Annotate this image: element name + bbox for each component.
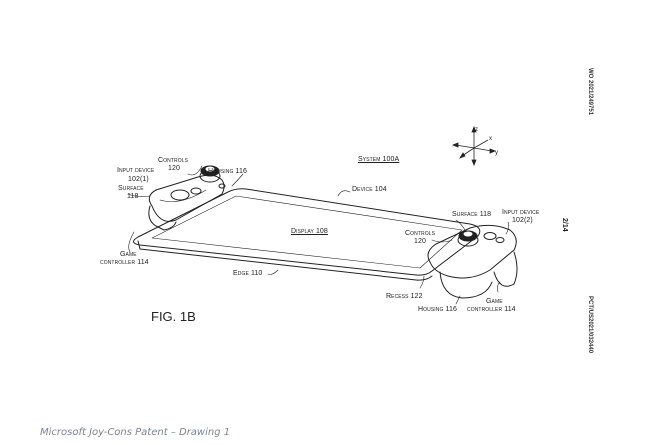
display-label: Display 108 <box>291 228 328 235</box>
publication-number: WO 2021/249751 <box>587 68 593 116</box>
image-caption: Microsoft Joy-Cons Patent – Drawing 1 <box>40 427 231 438</box>
game-controller-left-label: Game <box>120 251 137 258</box>
housing-left-label: Housing 116 <box>208 168 247 175</box>
controls-right-number: 120 <box>414 238 426 245</box>
application-number: PCT/US2021/032440 <box>587 296 593 354</box>
input-device-left-label: Input device <box>117 167 155 174</box>
game-controller-right-label: Game <box>486 298 503 305</box>
input-device-right-number: 102(2) <box>512 217 533 224</box>
controls-left-label: Controls <box>158 157 189 164</box>
device-label: Device 104 <box>352 186 387 193</box>
controls-left-number: 120 <box>168 165 180 172</box>
housing-right-label: Housing 116 <box>418 306 457 313</box>
surface-left-number: 118 <box>127 193 139 200</box>
axis-indicator-icon <box>451 125 497 167</box>
input-device-right-label: Input device <box>502 209 540 216</box>
surface-left-label: Surface <box>118 185 144 192</box>
game-controller-right-number: controller 114 <box>467 306 516 313</box>
edge-label: Edge 110 <box>233 270 263 277</box>
figure-title: FIG. 1B <box>151 309 196 324</box>
sheet-number: 2/14 <box>561 218 568 232</box>
input-device-left-number: 102(1) <box>128 176 149 183</box>
game-controller-left-number: controller 114 <box>100 259 149 266</box>
surface-right-label: Surface 118 <box>452 211 492 218</box>
axis-y-label: y <box>495 150 498 156</box>
system-label: System 100A <box>358 156 400 163</box>
axis-x-label: x <box>489 136 492 142</box>
controls-right-label: Controls <box>405 230 436 237</box>
recess-label: Recess 122 <box>386 293 423 300</box>
axis-z-label: z <box>475 127 478 133</box>
